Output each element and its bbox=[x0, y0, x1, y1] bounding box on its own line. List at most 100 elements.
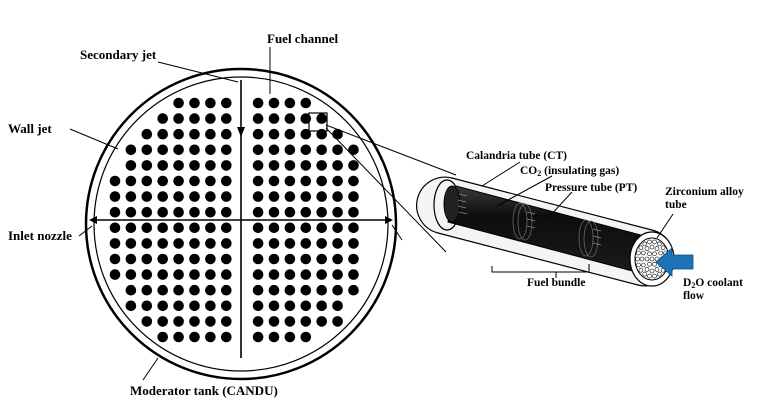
fuel-channel-hole bbox=[348, 222, 359, 234]
fuel-channel-hole bbox=[268, 206, 280, 218]
fuel-channel-hole bbox=[332, 206, 343, 218]
fuel-channel-hole bbox=[221, 144, 232, 156]
fuel-channel-hole bbox=[189, 160, 200, 171]
fuel-channel-hole bbox=[332, 238, 343, 249]
fuel-channel-hole bbox=[157, 206, 168, 218]
fuel-channel-hole bbox=[221, 97, 232, 109]
fuel-channel-hole bbox=[141, 128, 153, 140]
fuel-channel-hole bbox=[284, 269, 296, 280]
fuel-channel-hole bbox=[189, 284, 200, 296]
coolant-flow-arrow bbox=[655, 247, 694, 277]
fuel-channel-hole bbox=[284, 331, 296, 343]
fuel-channel-hole bbox=[316, 269, 328, 280]
fuel-channel-hole bbox=[284, 175, 296, 187]
fuel-channel-hole bbox=[332, 160, 343, 171]
fuel-channel-hole bbox=[268, 316, 280, 327]
selected-channel-box bbox=[308, 112, 328, 132]
fuel-channel-hole bbox=[252, 128, 264, 140]
fuel-channel-hole bbox=[316, 206, 328, 218]
section-leaders bbox=[481, 161, 674, 278]
fuel-channel-hole bbox=[252, 300, 264, 312]
fuel-channel-hole bbox=[252, 269, 264, 280]
fuel-channel-hole bbox=[348, 191, 359, 202]
fuel-pin bbox=[658, 250, 664, 256]
fuel-channel-hole bbox=[221, 300, 232, 312]
fuel-channel-hole bbox=[125, 269, 137, 280]
fuel-channel-hole bbox=[284, 253, 296, 265]
fuel-channel-hole bbox=[205, 316, 216, 327]
fuel-channel-hole bbox=[157, 284, 168, 296]
fuel-channel-hole bbox=[157, 191, 168, 202]
fuel-channel-hole bbox=[316, 160, 328, 171]
fuel-channel-hole bbox=[141, 300, 153, 312]
fuel-channel-hole bbox=[173, 300, 184, 312]
fuel-channel-hole bbox=[284, 160, 296, 171]
fuel-pin bbox=[647, 261, 652, 267]
inlet-nozzle-label: Inlet nozzle bbox=[8, 228, 72, 243]
fuel-channel-hole bbox=[348, 175, 359, 187]
fuel-channel-hole bbox=[268, 238, 280, 249]
fuel-channel-hole bbox=[109, 253, 121, 265]
fuel-channel-hole bbox=[109, 175, 121, 187]
fuel-channel-hole bbox=[252, 284, 264, 296]
pressure-tube-leader bbox=[547, 191, 573, 219]
fuel-channel-hole bbox=[332, 191, 343, 202]
fuel-channel-hole bbox=[332, 316, 343, 327]
fuel-pin bbox=[639, 256, 645, 262]
calandria-tube-label: Calandria tube (CT) bbox=[466, 150, 567, 162]
fuel-channel-hole bbox=[300, 238, 312, 249]
fuel-channel-hole bbox=[189, 97, 200, 109]
coolant-subscript: 2 bbox=[691, 281, 696, 290]
fuel-channel-hole bbox=[252, 113, 264, 124]
fuel-channel-hole bbox=[284, 222, 296, 234]
fuel-pin bbox=[635, 256, 640, 262]
fuel-channel-hole bbox=[221, 316, 232, 327]
fuel-channel-hole bbox=[284, 316, 296, 327]
fuel-channel-hole bbox=[157, 128, 168, 140]
inlet-nozzle-leader bbox=[78, 225, 93, 237]
fuel-channel-hole bbox=[125, 222, 137, 234]
fuel-channel-hole bbox=[252, 175, 264, 187]
fuel-channel-hole bbox=[205, 222, 216, 234]
fuel-channel-hole bbox=[332, 175, 343, 187]
fuel-pin bbox=[644, 246, 650, 251]
fuel-channel-hole bbox=[221, 191, 232, 202]
secondary-jet-arrow bbox=[237, 127, 245, 137]
fuel-channel-hole bbox=[221, 160, 232, 171]
fuel-channel-hole bbox=[284, 191, 296, 202]
fuel-channel-hole bbox=[348, 284, 359, 296]
fuel-channel-hole bbox=[109, 222, 121, 234]
fuel-channel-hole bbox=[125, 206, 137, 218]
fuel-pin bbox=[636, 262, 641, 268]
fuel-pin bbox=[649, 268, 655, 274]
fuel-channel-hole bbox=[173, 113, 184, 124]
zirconium-label-line2: tube bbox=[665, 199, 687, 211]
fuel-channel-hole bbox=[205, 113, 216, 124]
fuel-channel-hole bbox=[221, 175, 232, 187]
fuel-channel-hole bbox=[268, 284, 280, 296]
fuel-channel-hole bbox=[125, 284, 137, 296]
fuel-channel-hole bbox=[252, 144, 264, 156]
co2-label: CO2 (insulating gas) bbox=[520, 165, 619, 178]
co2-suffix: (insulating gas) bbox=[541, 165, 620, 177]
fuel-channel-hole bbox=[205, 144, 216, 156]
fuel-pin bbox=[642, 241, 648, 247]
fuel-channel-hole bbox=[125, 253, 137, 265]
fuel-bundle-label: Fuel bundle bbox=[527, 277, 586, 289]
fuel-channel-hole bbox=[205, 300, 216, 312]
fuel-channel-hole bbox=[157, 144, 168, 156]
fuel-channel-hole bbox=[141, 144, 153, 156]
calandria-leader bbox=[481, 161, 521, 187]
fuel-channel-hole bbox=[221, 331, 232, 343]
fuel-pin bbox=[652, 251, 657, 257]
fuel-channel-hole bbox=[189, 222, 200, 234]
fuel-channel-hole bbox=[141, 222, 153, 234]
fuel-channel-hole bbox=[141, 238, 153, 249]
fuel-channel-hole bbox=[268, 175, 280, 187]
fuel-channel-hole bbox=[141, 316, 153, 327]
fuel-channel-hole bbox=[173, 331, 184, 343]
fuel-channel-hole bbox=[173, 316, 184, 327]
fuel-channel-hole bbox=[252, 253, 264, 265]
fuel-pin bbox=[636, 250, 641, 256]
fuel-channel-hole bbox=[316, 191, 328, 202]
